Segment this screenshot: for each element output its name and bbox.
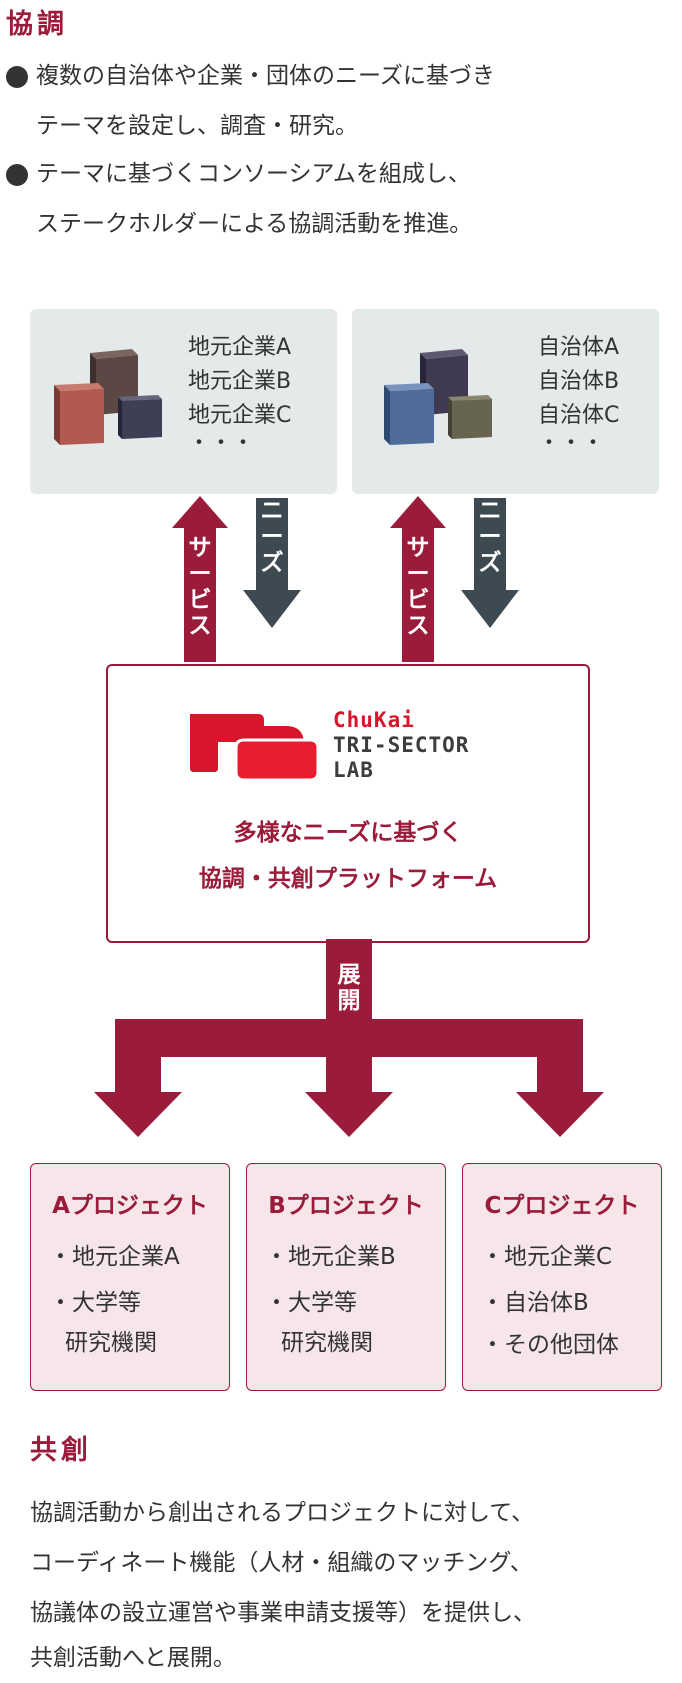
bullet-text-cont: ステークホルダーによる協調活動を推進。 (36, 211, 473, 237)
group-member: 自治体B (538, 369, 620, 394)
bullet-dot-icon (6, 164, 28, 186)
bullet-text: 複数の自治体や企業・団体のニーズに基づき (36, 63, 495, 89)
project-item: ・大学等 (49, 1290, 141, 1316)
cubes-icon (54, 349, 162, 445)
deploy-branch-icon (94, 939, 604, 1137)
group-member: 地元企業B (188, 369, 292, 394)
needs-arrow-down-icon (461, 498, 519, 628)
project-item: ・地元企業B (265, 1244, 396, 1270)
needs-arrow-down-icon (243, 498, 301, 628)
project-item: ・地元企業C (481, 1244, 613, 1270)
project-item: ・自治体B (481, 1290, 589, 1316)
project-card-b: Bプロジェクト ・地元企業B ・大学等 研究機関 (246, 1163, 446, 1391)
platform-box: ChuKai TRI-SECTOR LAB 多様なニーズに基づく 協調・共創プラ… (106, 664, 590, 943)
group-member: 自治体A (538, 335, 620, 360)
project-card-a: Aプロジェクト ・地元企業A ・大学等 研究機関 (30, 1163, 230, 1391)
kyocho-bullet-1: 複数の自治体や企業・団体のニーズに基づき (0, 60, 682, 94)
bullet-text-cont: テーマを設定し、調査・研究。 (36, 113, 358, 139)
needs-arrow-label: ニーズ (478, 498, 502, 576)
group-box-municipalities: 自治体A 自治体B 自治体C ・・・ (352, 309, 659, 494)
chukai-logo-icon (190, 714, 320, 782)
deploy-arrows (94, 939, 604, 1137)
needs-arrow-label: ニーズ (260, 498, 284, 576)
bullet-dot-icon (6, 66, 28, 88)
project-item-cont: 研究機関 (281, 1330, 373, 1356)
cubes-icon (384, 349, 492, 445)
group-member: 自治体C (538, 403, 620, 428)
project-card-c: Cプロジェクト ・地元企業C ・自治体B ・その他団体 (462, 1163, 662, 1391)
platform-label-line2: 協調・共創プラットフォーム (198, 866, 498, 892)
flow-arrows (172, 496, 519, 662)
project-item: ・その他団体 (481, 1332, 619, 1358)
kyocho-title: 協調 (6, 9, 68, 40)
deploy-arrow-label: 展開 (337, 962, 361, 1014)
kyoso-body-line: コーディネート機能（人材・組織のマッチング、 (30, 1550, 533, 1576)
service-arrow-label: サービス (406, 535, 430, 639)
kyoso-body-line: 協議体の設立運営や事業申請支援等）を提供し、 (30, 1600, 536, 1626)
platform-label-line1: 多様なニーズに基づく (233, 820, 463, 846)
group-member: 地元企業A (188, 335, 292, 360)
project-title: Cプロジェクト (484, 1193, 640, 1219)
group-box-companies: 地元企業A 地元企業B 地元企業C ・・・ (30, 309, 337, 494)
service-arrow-label: サービス (188, 535, 212, 639)
project-item: ・大学等 (265, 1290, 357, 1316)
project-item-cont: 研究機関 (65, 1330, 157, 1356)
project-title: Bプロジェクト (268, 1193, 424, 1219)
group-member-more: ・・・ (538, 431, 605, 456)
kyoso-title: 共創 (30, 1435, 92, 1466)
group-member: 地元企業C (188, 403, 292, 428)
kyoso-body-line: 協調活動から創出されるプロジェクトに対して、 (30, 1500, 535, 1526)
group-member-more: ・・・ (188, 431, 255, 456)
service-arrow-up-icon (172, 496, 228, 662)
kyocho-bullet-2: テーマに基づくコンソーシアムを組成し、 (0, 158, 682, 192)
kyoso-body-line: 共創活動へと展開。 (30, 1645, 236, 1671)
project-item: ・地元企業A (49, 1244, 180, 1270)
bullet-text: テーマに基づくコンソーシアムを組成し、 (36, 161, 471, 187)
logo-wordmark-line1: ChuKai (333, 708, 415, 732)
logo-wordmark-line3: LAB (333, 758, 374, 782)
logo-wordmark-line2: TRI-SECTOR (333, 733, 470, 757)
service-arrow-up-icon (390, 496, 446, 662)
project-title: Aプロジェクト (52, 1193, 208, 1219)
